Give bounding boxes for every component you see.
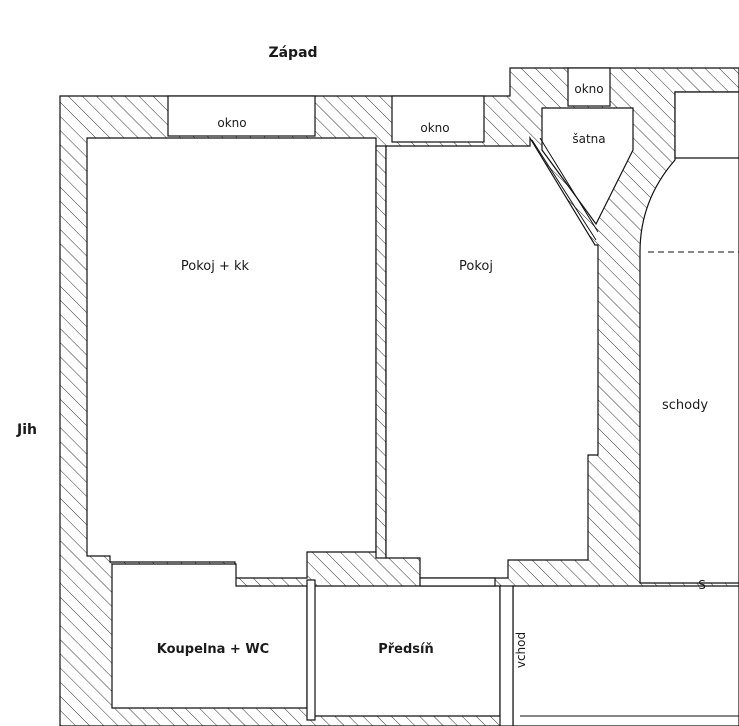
hall-door-top: [419, 577, 496, 587]
room-pokoj: [385, 135, 599, 579]
upper-right-block: [674, 91, 739, 159]
bottom-edge: [60, 715, 739, 726]
hall-door-left: [306, 579, 316, 721]
compass-west: Západ: [268, 45, 317, 61]
room-pokoj-kk: [86, 137, 377, 579]
room-label-pokoj-kk: Pokoj + kk: [181, 259, 250, 274]
room-satna: [541, 107, 634, 226]
room-bathroom: [111, 563, 308, 709]
entrance-label: vchod: [514, 632, 528, 668]
room-label-pokoj: Pokoj: [459, 259, 493, 274]
room-label-schody: schody: [662, 398, 708, 413]
window-opening-1: [167, 95, 316, 137]
stairs-mark: S: [698, 578, 706, 592]
window-label-1: okno: [217, 116, 246, 130]
partition-wall: [375, 145, 387, 559]
window-opening-3: [567, 67, 611, 107]
window-label-3: okno: [574, 82, 603, 96]
room-label-bathroom: Koupelna + WC: [157, 642, 269, 657]
landing-area: [512, 585, 739, 726]
room-label-hall: Předsíň: [378, 642, 434, 657]
window-opening-2: [391, 95, 485, 143]
hall-entry-gap: [499, 585, 514, 726]
room-label-satna: šatna: [572, 132, 605, 146]
window-label-2: okno: [420, 121, 449, 135]
compass-south: Jih: [16, 422, 37, 438]
wardrobe-door: [531, 137, 599, 241]
stairwell-area: [639, 91, 739, 584]
